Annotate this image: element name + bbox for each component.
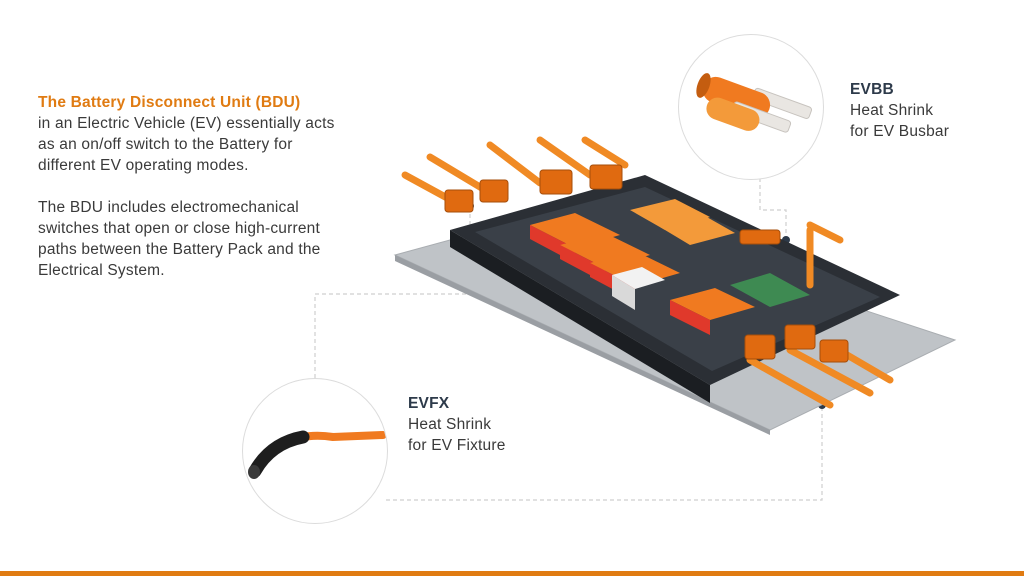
fixture-heat-shrink-icon [248, 430, 387, 479]
bdu-illustration [393, 136, 957, 435]
busbar-heat-shrink-icon [696, 73, 812, 133]
evfx-line2: for EV Fixture [408, 437, 506, 454]
evbb-line2: for EV Busbar [850, 123, 950, 140]
connectors [444, 164, 849, 363]
evbb-line1: Heat Shrink [850, 102, 934, 119]
relays [530, 199, 755, 335]
intro-paragraph-1-text: in an Electric Vehicle (EV) essentially … [38, 115, 335, 174]
evfx-label: EVFX Heat Shrink for EV Fixture [408, 393, 506, 456]
evbb-code: EVBB [850, 81, 894, 98]
evbb-product-circle [678, 34, 824, 180]
white-module [612, 267, 665, 289]
evfx-line1: Heat Shrink [408, 416, 492, 433]
pcb-board [730, 273, 810, 307]
housing-side [450, 230, 710, 403]
intro-text: The Battery Disconnect Unit (BDU) in an … [38, 92, 338, 281]
base-plate-edge [395, 255, 770, 435]
evfx-product-circle [242, 378, 388, 524]
evbb-label: EVBB Heat Shrink for EV Busbar [850, 79, 949, 142]
evfx-code: EVFX [408, 395, 450, 412]
intro-title: The Battery Disconnect Unit (BDU) [38, 94, 301, 111]
intro-paragraph-2: The BDU includes electromechanical switc… [38, 199, 321, 279]
intro-paragraph-1: The Battery Disconnect Unit (BDU) in an … [38, 92, 338, 176]
accent-bottom-bar [0, 571, 1024, 576]
